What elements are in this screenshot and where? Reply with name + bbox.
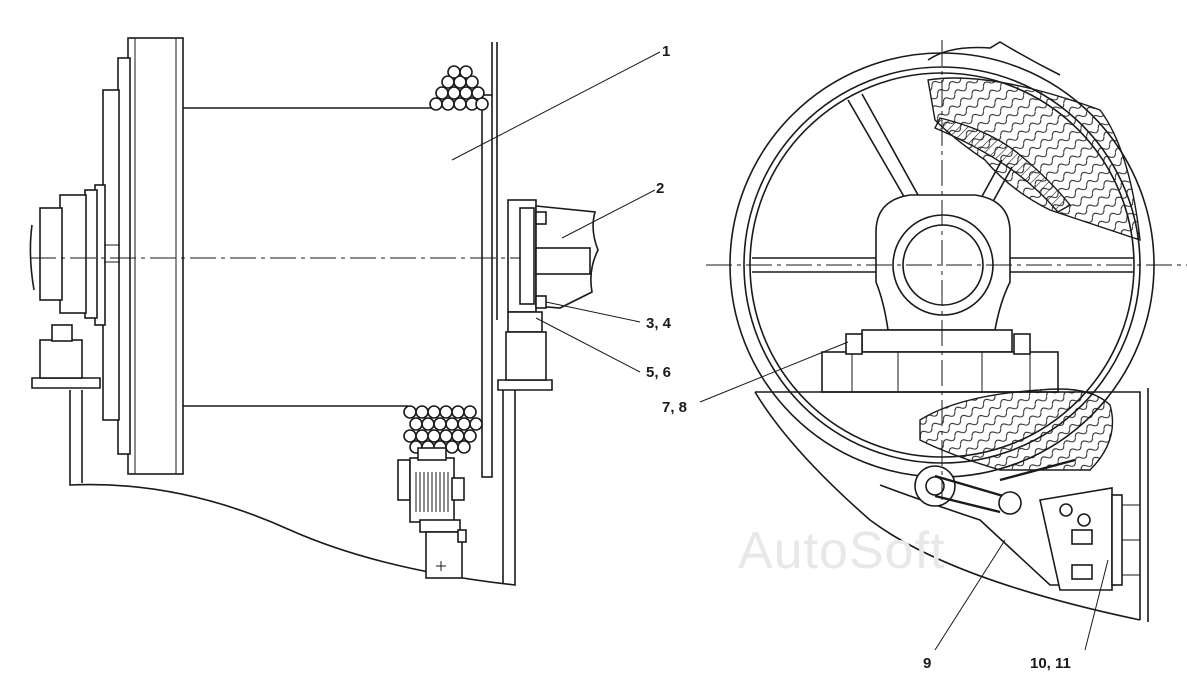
cutaway-break-top <box>927 41 1061 76</box>
left-view-drum <box>29 37 599 586</box>
brake-top-cap <box>417 447 447 461</box>
leader-5-6 <box>535 317 641 373</box>
pivot-hub <box>925 476 945 496</box>
tension-lever <box>934 474 1011 514</box>
anchor-bolt-right <box>1013 333 1031 355</box>
hub-ring <box>117 57 131 455</box>
right-flange <box>481 94 493 478</box>
pedestal-base <box>821 351 1059 393</box>
leader-1 <box>451 51 661 161</box>
pedestal-top-plate <box>861 329 1013 353</box>
pit-curve <box>754 391 1141 621</box>
pit-top-edge <box>755 391 1141 620</box>
motor-terminal <box>457 529 467 543</box>
rope-cutaway <box>927 77 1141 242</box>
leader-9 <box>934 539 1006 651</box>
wheel-spokes <box>752 93 1134 273</box>
right-view-wheel <box>706 40 1187 622</box>
bearing-housing <box>59 194 87 314</box>
right-pedestal-top <box>507 311 543 333</box>
bolt-3-top <box>535 211 547 225</box>
rim-section-hatch <box>934 117 1072 213</box>
bearing-ring <box>84 189 98 319</box>
bolt-3-bottom <box>535 295 547 309</box>
right-bearing-inner <box>519 207 535 305</box>
left-flange <box>127 37 184 475</box>
brake-side-lug <box>451 477 465 501</box>
shaft-break-line <box>29 224 35 291</box>
left-pedestal <box>39 339 83 379</box>
brake-motor-unit <box>397 447 467 579</box>
anchor-bolt-left <box>845 333 863 355</box>
leader-2 <box>561 189 656 239</box>
label-5-6: 5, 6 <box>646 364 671 381</box>
shaft-coupling <box>39 207 63 301</box>
switch-mount-plate <box>1111 494 1123 586</box>
trigger-rod <box>999 458 1076 482</box>
motor-body <box>425 531 463 579</box>
bearing-cap-band <box>535 247 591 275</box>
rope-coils-top <box>429 65 489 111</box>
leader-3-4 <box>545 301 641 323</box>
lower-rope-coil <box>919 388 1114 471</box>
brake-end-plate <box>397 459 411 501</box>
leader-10-11 <box>1084 559 1109 651</box>
label-10-11: 10, 11 <box>1030 655 1071 672</box>
label-7-8: 7, 8 <box>662 399 687 416</box>
left-pedestal-bolt <box>51 324 73 342</box>
right-base-plate <box>497 379 553 391</box>
leader-lines <box>451 51 1109 651</box>
bearing-inner-ring <box>902 224 984 306</box>
lever-pin <box>998 491 1022 515</box>
left-base-plate <box>31 377 101 389</box>
leader-7-8 <box>699 341 849 403</box>
brake-fins <box>415 472 449 512</box>
label-3-4: 3, 4 <box>646 315 672 332</box>
right-pedestal <box>505 331 547 381</box>
label-1: 1 <box>662 43 670 60</box>
label-2: 2 <box>656 180 664 197</box>
watermark-text: AutoSoft <box>738 522 945 580</box>
part-labels: 1 2 3, 4 5, 6 7, 8 9 10, 11 <box>646 43 1071 672</box>
rope-coils-bottom <box>403 405 483 454</box>
label-9: 9 <box>923 655 931 672</box>
motor-adapter <box>419 519 461 533</box>
